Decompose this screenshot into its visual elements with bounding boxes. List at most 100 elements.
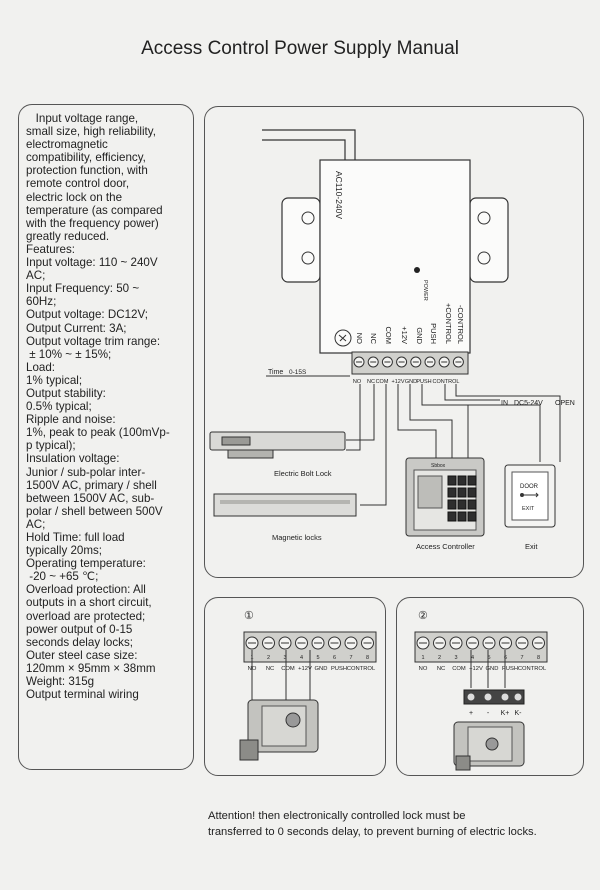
terminal-label: GND	[405, 379, 417, 385]
diagram-2-lock-icon	[453, 721, 525, 771]
open-label: OPEN	[555, 400, 575, 407]
power-led-icon	[414, 267, 420, 273]
spec-line: 1500V AC, primary / shell	[26, 478, 157, 492]
spec-line: outputs in a short circuit,	[26, 596, 152, 610]
spec-line: AC;	[26, 269, 46, 283]
spec-line: remote control door,	[26, 177, 130, 191]
terminal-number: 3	[283, 655, 286, 661]
spec-line: 60Hz;	[26, 295, 57, 309]
psu-terminal-label: GND	[415, 327, 424, 344]
psu-terminal-label: COM	[384, 327, 393, 345]
lock-pin-label: K+	[501, 710, 510, 717]
terminal-label: +12V	[392, 379, 405, 385]
spec-line: with the frequency power)	[26, 216, 159, 230]
time-label: Time	[268, 369, 283, 376]
terminal-label: PUSH	[416, 379, 431, 385]
terminal-label: CONTROL	[518, 666, 547, 672]
trim-pot-icon	[334, 329, 352, 347]
spec-line: Output Current: 3A;	[26, 321, 127, 335]
terminal-number: 1	[421, 655, 424, 661]
terminal-label: NC	[266, 666, 274, 672]
spec-line: Operating temperature:	[26, 557, 146, 571]
spec-panel	[18, 104, 194, 770]
lock-pin-label: K-	[515, 710, 523, 717]
terminal-number: 3	[454, 655, 457, 661]
spec-line: 1%, peak to peak (100mVp-	[26, 426, 170, 440]
spec-line: ± 10% ~ ± 15%;	[26, 347, 112, 361]
psu-terminal-label: -CONTROL	[456, 305, 465, 344]
in-voltage: DC5-24V	[514, 400, 543, 407]
spec-line: Output terminal wiring	[26, 688, 139, 702]
terminal-number: 4	[300, 655, 303, 661]
spec-line: 1% typical;	[26, 373, 83, 387]
terminal-number: 2	[438, 655, 441, 661]
main-wiring-panel	[204, 106, 584, 578]
spec-line: Junior / sub-polar inter-	[26, 465, 146, 479]
spec-line: 0.5% typical;	[26, 400, 92, 414]
terminal-number: 8	[537, 655, 540, 661]
power-label: POWER	[422, 280, 428, 301]
spec-line: 120mm × 95mm × 38mm	[26, 661, 156, 675]
psu-terminal-label: NC	[369, 333, 378, 344]
terminal-label: NO	[419, 666, 428, 672]
terminal-label: CONTROL	[347, 666, 376, 672]
spec-line: Outer steel case size:	[26, 648, 138, 662]
terminal-label: +12V	[298, 666, 312, 672]
electric-bolt-lock-icon	[209, 431, 346, 459]
terminal-label: PUSH	[331, 666, 347, 672]
wiring-diagram-1-panel	[204, 597, 386, 776]
spec-line: compatibility, efficiency,	[26, 151, 146, 165]
diagram-1-number: ①	[244, 610, 254, 622]
diagram-2-lock-connector	[463, 689, 525, 705]
terminal-label: CONTROL	[433, 379, 460, 385]
diagram-1-lock-icon	[239, 699, 319, 761]
spec-line: Output voltage: DC12V;	[26, 308, 149, 322]
attention-line-2: transferred to 0 seconds delay, to preve…	[208, 826, 537, 838]
spec-line: Insulation voltage:	[26, 452, 120, 466]
psu-terminal-label: PUSH	[429, 323, 438, 344]
terminal-number: 5	[487, 655, 490, 661]
spec-line: p typical);	[26, 439, 76, 453]
terminal-label: COM	[281, 666, 295, 672]
spec-line: Input Frequency: 50 ~	[26, 282, 140, 296]
spec-line: between 1500V AC, sub-	[26, 491, 155, 505]
access-controller-label: Access Controller	[416, 542, 475, 551]
spec-line: AC;	[26, 517, 46, 531]
input-voltage-label: AC110-240V	[334, 171, 344, 219]
spec-line: greatly reduced.	[26, 229, 110, 243]
terminal-number: 4	[471, 655, 474, 661]
in-label: IN	[501, 400, 508, 407]
spec-line: Input voltage range,	[26, 112, 139, 125]
svg-text:EXIT: EXIT	[522, 506, 535, 512]
terminal-label: COM	[376, 379, 389, 385]
spec-line: -20 ~ +65 ℃;	[26, 570, 99, 584]
spec-line: temperature (as compared	[26, 203, 163, 217]
page-title: Access Control Power Supply Manual	[141, 38, 459, 59]
spec-text: Input voltage range,small size, high rel…	[26, 112, 190, 701]
spec-line: electric lock on the	[26, 190, 123, 204]
terminal-label: GND	[315, 666, 328, 672]
spec-line: Hold Time: full load	[26, 531, 125, 544]
terminal-label: NO	[353, 379, 362, 385]
time-range: 0-15S	[289, 369, 307, 376]
svg-text:Sbbox: Sbbox	[431, 463, 446, 469]
terminal-number: 7	[349, 655, 352, 661]
psu-terminal-label: +12V	[400, 326, 409, 344]
wiring-diagram-2-panel	[396, 597, 584, 776]
terminal-label: COM	[452, 666, 466, 672]
spec-line: polar / shell between 500V	[26, 504, 163, 518]
terminal-label: GND	[486, 666, 499, 672]
terminal-label: PUSH	[502, 666, 518, 672]
magnetic-lock-icon	[213, 493, 357, 517]
attention-line-1: Attention! then electronically controlle…	[208, 810, 466, 822]
spec-line: Weight: 315g	[26, 675, 95, 689]
lock-pin-label: +	[469, 710, 473, 717]
magnetic-lock-label: Magnetic locks	[272, 533, 322, 542]
exit-label: Exit	[525, 542, 538, 551]
terminal-number: 5	[316, 655, 319, 661]
terminal-number: 6	[333, 655, 336, 661]
spec-line: seconds delay locks;	[26, 635, 133, 649]
